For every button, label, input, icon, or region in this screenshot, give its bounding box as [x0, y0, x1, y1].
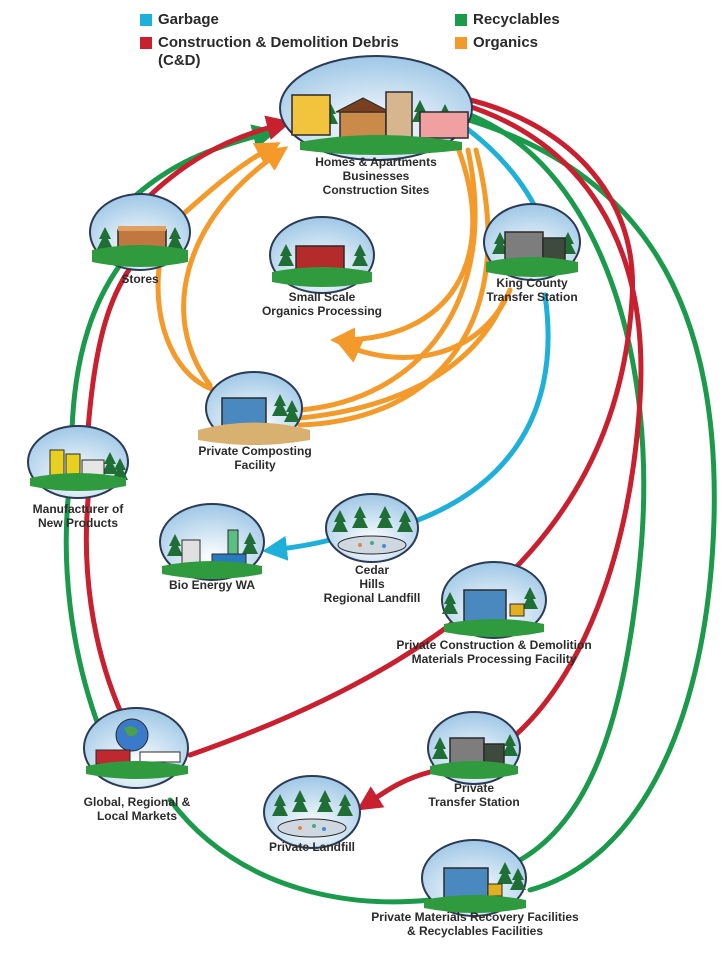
label-mrf-line1: Private Materials Recovery Facilities	[371, 910, 579, 924]
label-private-landfill: Private Landfill	[256, 840, 368, 854]
label-homes-line3: Construction Sites	[322, 183, 430, 197]
cd-flow-markets-to-manufacturer	[83, 477, 131, 731]
label-homes-line1: Homes & Apartments	[315, 155, 437, 169]
organics-flow-king-county-to-composting	[297, 295, 508, 421]
label-king-county-line1: King County	[496, 276, 568, 290]
label-king-county-line2: Transfer Station	[486, 290, 578, 304]
label-manufacturer-line1: Manufacturer of	[32, 502, 124, 516]
legend-swatch-organics	[455, 37, 467, 49]
label-mrf-line2: & Recyclables Facilities	[406, 924, 544, 938]
recyclables-flow-outer-right	[459, 115, 717, 893]
organics-flow-homes-to-small-scale	[330, 145, 476, 353]
legend-swatch-garbage	[140, 14, 152, 26]
global-markets-bubble	[83, 707, 189, 789]
legend-label-recyclables: Recyclables	[473, 11, 560, 28]
label-bio-energy-line1: Bio Energy WA	[168, 578, 255, 592]
label-bio-energy: Bio Energy WA	[160, 578, 264, 592]
cedar-hills-bubble	[325, 493, 419, 563]
label-small-scale: Small Scale Organics Processing	[252, 290, 392, 318]
garbage-flow-king-county-to-cedar-hills	[415, 292, 551, 523]
garbage-flow-cedar-hills-to-bio-energy	[262, 535, 333, 561]
mrf-bubble	[421, 839, 527, 917]
label-markets: Global, Regional & Local Markets	[72, 795, 202, 823]
label-cedar-hills-line1: Cedar	[354, 563, 389, 577]
organics-flow-homes-to-composting-1	[297, 147, 478, 413]
label-small-scale-line2: Organics Processing	[261, 304, 383, 318]
bio-energy-bubble	[159, 503, 265, 581]
legend-label-cd-abbr: (C&D)	[158, 52, 201, 69]
private-composting-bubble	[198, 371, 310, 445]
king-county-transfer-bubble	[483, 203, 581, 281]
label-mrf: Private Materials Recovery Facilities & …	[362, 910, 588, 938]
label-markets-line2: Local Markets	[96, 809, 178, 823]
recyclables-flow-manufacturer-to-stores	[69, 262, 123, 433]
cd-flow-private-transfer-to-landfill	[356, 769, 433, 811]
label-composting-line1: Private Composting	[198, 444, 312, 458]
organics-flow-homes-to-composting-2	[297, 147, 491, 428]
legend-label-garbage: Garbage	[158, 11, 219, 28]
organics-flow-stores-to-composting	[155, 257, 218, 393]
recyclables-flow-mrf-to-markets	[167, 797, 433, 905]
label-cedar-hills-line3: Regional Landfill	[323, 591, 421, 605]
small-scale-organics-bubble	[269, 216, 375, 294]
legend-swatch-recyclables	[455, 14, 467, 26]
organics-flow-composting-to-homes	[181, 146, 289, 388]
label-stores: Stores	[110, 272, 170, 286]
private-transfer-bubble	[427, 711, 521, 785]
legend-label-cd: Construction & Demolition Debris	[158, 34, 399, 51]
cd-flow-stores-to-homes	[137, 115, 292, 208]
label-manufacturer-line2: New Products	[37, 516, 118, 530]
label-homes-line2: Businesses	[342, 169, 410, 183]
homes-apartments-bubble	[279, 55, 473, 161]
label-private-transfer: Private Transfer Station	[426, 781, 522, 809]
label-private-cd: Private Construction & Demolition Materi…	[386, 638, 602, 666]
stores-bubble	[89, 193, 191, 271]
label-markets-line1: Global, Regional &	[83, 795, 191, 809]
label-composting: Private Composting Facility	[190, 444, 320, 472]
label-private-cd-line1: Private Construction & Demolition	[396, 638, 592, 652]
label-private-transfer-line1: Private	[453, 781, 495, 795]
cd-flow-homes-to-private-transfer	[459, 101, 644, 743]
label-cedar-hills: Cedar Hills Regional Landfill	[316, 563, 428, 605]
cd-flow-homes-to-private-cd	[187, 95, 636, 758]
label-private-cd-line2: Materials Processing Facility	[411, 652, 577, 666]
label-small-scale-line1: Small Scale	[288, 290, 356, 304]
private-landfill-bubble	[263, 775, 361, 849]
label-manufacturer: Manufacturer of New Products	[18, 502, 138, 530]
label-homes: Homes & Apartments Businesses Constructi…	[296, 155, 456, 197]
recyclables-flow-homes-to-mrf	[459, 109, 647, 863]
recyclables-flow-markets-to-manufacturer	[63, 477, 103, 733]
label-private-transfer-line2: Transfer Station	[428, 795, 520, 809]
legend-label-organics: Organics	[473, 34, 539, 51]
legend-swatch-cd	[140, 37, 152, 49]
manufacturer-bubble	[27, 425, 129, 499]
label-king-county: King County Transfer Station	[472, 276, 592, 304]
label-composting-line2: Facility	[234, 458, 276, 472]
private-cd-bubble	[441, 561, 547, 639]
label-private-landfill-line1: Private Landfill	[268, 840, 356, 854]
label-stores-line1: Stores	[121, 272, 159, 286]
label-cedar-hills-line2: Hills	[359, 577, 385, 591]
